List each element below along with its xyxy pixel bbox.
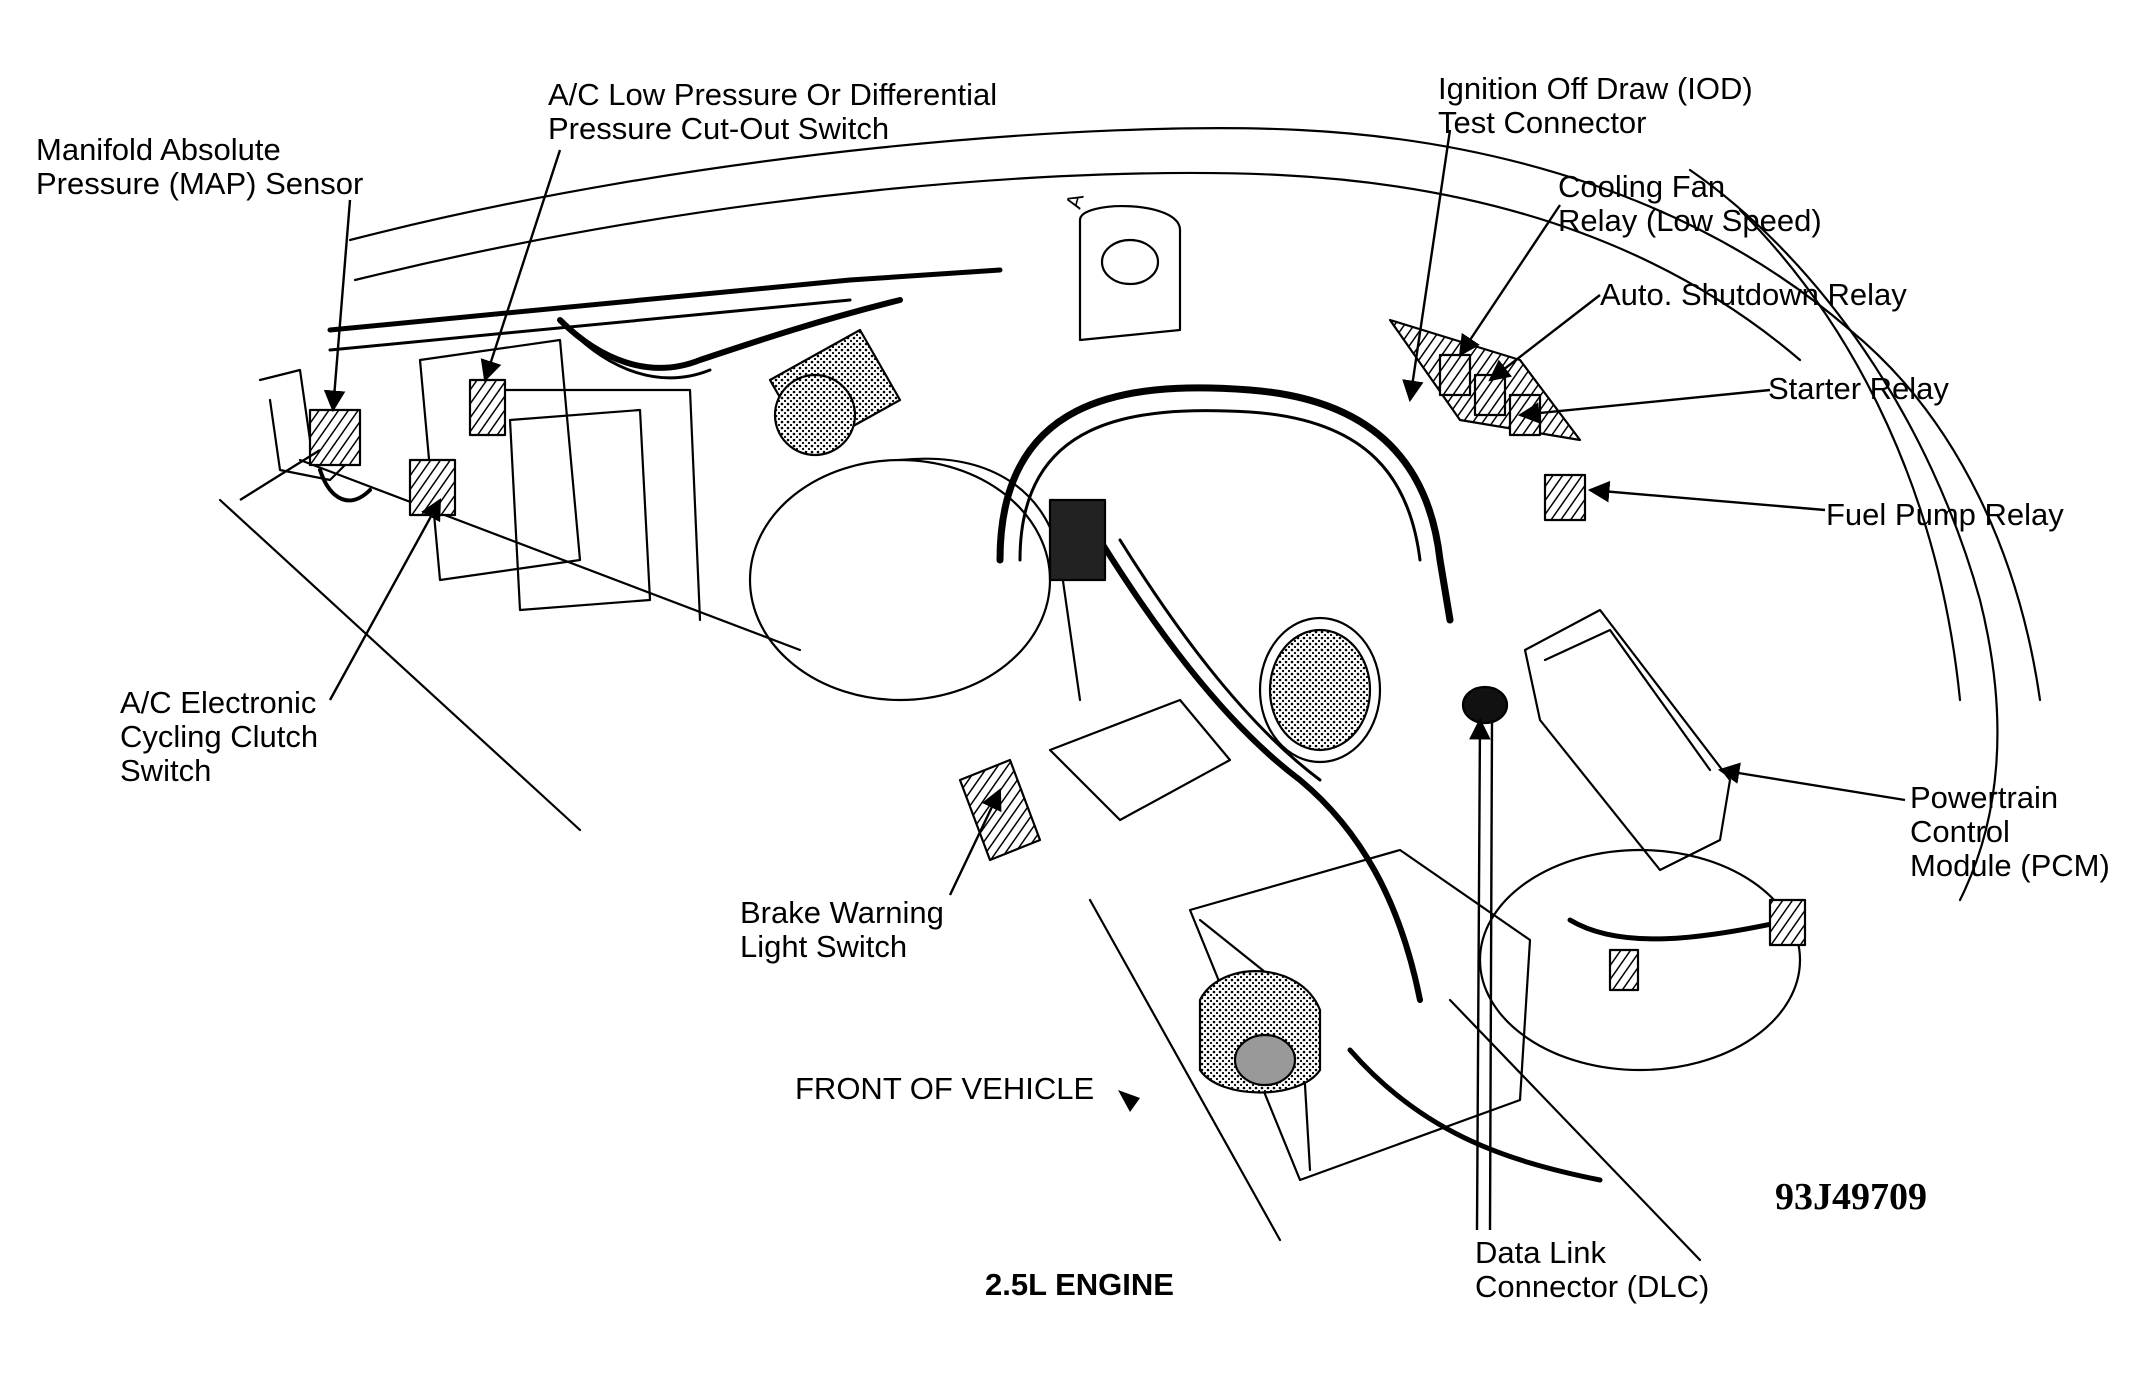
leader-cooling-fan <box>1458 204 1561 357</box>
label-fuel-pump-relay: Fuel Pump Relay <box>1826 497 2064 532</box>
pcm-box <box>1523 608 1732 872</box>
harness-top-2 <box>568 328 712 380</box>
lower-box <box>1188 848 1532 1182</box>
left-body-line <box>218 498 582 832</box>
left-body-line-2 <box>298 458 802 652</box>
lower-cylinder-end <box>1233 1033 1297 1087</box>
throttle-body <box>1268 628 1372 752</box>
label-cooling-fan-relay: Cooling Fan Relay (Low Speed) <box>1558 169 1822 238</box>
lower-diag <box>1088 898 1282 1242</box>
cowl-curve-outer <box>348 127 2042 702</box>
center-module <box>1048 498 1107 582</box>
lower-diag-2 <box>1448 998 1702 1262</box>
map-hose <box>318 468 372 503</box>
label-auto-shutdown-relay: Auto. Shutdown Relay <box>1600 277 1907 312</box>
left-panel <box>478 388 702 622</box>
leader-ac-low <box>480 149 562 383</box>
leader-fuel-pump <box>1587 480 1826 512</box>
front-box <box>1048 698 1232 822</box>
right-connector <box>1768 898 1807 947</box>
leader-map <box>323 199 352 413</box>
fender-right-2 <box>1738 208 1962 702</box>
label-pcm: Powertrain Control Module (PCM) <box>1910 780 2110 883</box>
lower-harness <box>1347 1047 1603 1183</box>
leader-dlc <box>1469 717 1491 1231</box>
leader-brake <box>948 788 1002 896</box>
label-ac-low-pressure: A/C Low Pressure Or Differential Pressur… <box>548 77 998 146</box>
main-harness-loop <box>996 384 1454 624</box>
left-panel-inner <box>508 408 652 612</box>
front-arrow-icon <box>1118 1090 1140 1112</box>
map-sensor-body <box>308 408 362 467</box>
leader-dlc-2 <box>1488 719 1494 1231</box>
canister <box>768 328 902 457</box>
right-dome <box>1478 848 1802 1072</box>
label-map-sensor: Manifold Absolute Pressure (MAP) Sensor <box>36 132 364 201</box>
label-dlc: Data Link Connector (DLC) <box>1475 1235 1710 1304</box>
pcm-box-inner <box>1543 628 1712 772</box>
label-ac-cycling-clutch: A/C Electronic Cycling Clutch Switch <box>120 685 319 788</box>
label-starter-relay: Starter Relay <box>1768 371 1949 406</box>
reservoir-cap <box>1100 238 1160 286</box>
main-harness-loop-2 <box>1018 409 1422 562</box>
leader-starter <box>1517 388 1771 424</box>
harness-down-2 <box>1118 538 1322 782</box>
leader-asd <box>1488 294 1601 382</box>
leader-pcm <box>1717 762 1906 802</box>
dlc-connector-body <box>1461 685 1509 725</box>
leader-iod <box>1402 129 1452 403</box>
leader-ac-cycling <box>328 498 442 701</box>
fender-right <box>1688 168 1999 902</box>
fuel-rail-lower <box>328 298 852 352</box>
diagram-mark-a: A <box>1061 190 1089 211</box>
harness-top <box>557 297 903 371</box>
label-iod-connector: Ignition Off Draw (IOD) Test Connector <box>1438 71 1753 140</box>
ac-cycling-switch-body <box>408 458 457 517</box>
figure-id: 93J49709 <box>1775 1176 1927 1218</box>
right-connector-2 <box>1608 948 1640 992</box>
fuel-rail <box>327 267 1003 333</box>
caption-engine: 2.5L ENGINE <box>985 1267 1174 1302</box>
harness-down <box>1097 537 1423 1003</box>
label-front-of-vehicle: FRONT OF VEHICLE <box>795 1071 1095 1106</box>
brake-switch-body <box>958 758 1042 862</box>
label-brake-warning: Brake Warning Light Switch <box>740 895 944 964</box>
reservoir <box>1078 204 1182 342</box>
cowl-curve-inner <box>353 171 1802 362</box>
leader-map-2 <box>239 448 321 502</box>
right-harness <box>1567 917 1793 942</box>
ac-low-pressure-switch-body <box>468 378 507 437</box>
